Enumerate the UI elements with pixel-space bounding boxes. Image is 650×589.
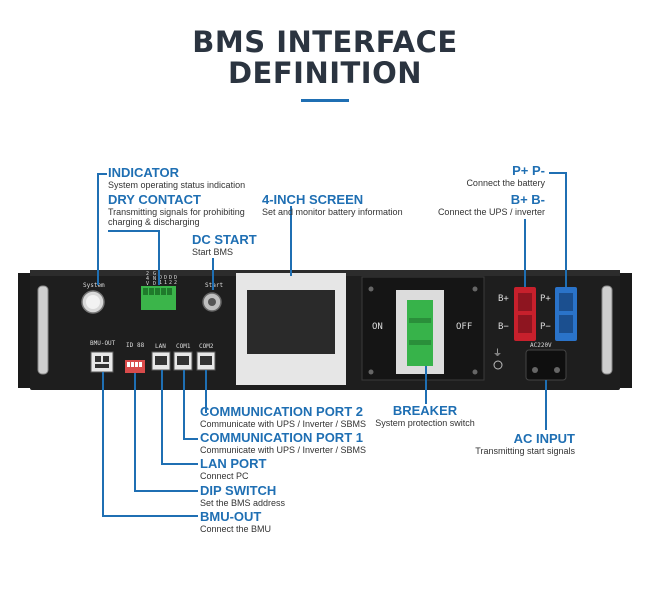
leader-line [205, 370, 207, 413]
leader-line [549, 172, 566, 174]
panel-off-label: OFF [456, 322, 473, 332]
leader-line [161, 370, 163, 464]
leader-line [102, 515, 198, 517]
ground-icon: ⏚ [493, 349, 503, 359]
panel-dry-pin-label: D2 [169, 275, 173, 286]
title-accent-bar [301, 99, 349, 102]
leader-line [97, 173, 99, 285]
panel-dry-pin-label: D1 [164, 275, 168, 286]
indicator-desc: System operating status indication [108, 180, 246, 190]
dc-start-desc: Start BMS [192, 247, 234, 257]
leader-line [290, 206, 292, 276]
b-terminal-desc: Connect the UPS / inverter [437, 207, 545, 217]
com2-callout: COMMUNICATION PORT 2 Communicate with UP… [200, 404, 367, 430]
leader-line [183, 370, 185, 439]
page-title-line1: BMS INTERFACE [192, 25, 458, 59]
screen-desc: Set and monitor battery information [262, 207, 403, 217]
leader-line [161, 463, 198, 465]
leader-line [212, 258, 214, 290]
leader-line [134, 490, 198, 492]
panel-p-minus-label: P− [540, 322, 551, 332]
panel-p-plus-label: P+ [540, 294, 551, 304]
ac-input-heading: AC INPUT [513, 431, 575, 446]
leader-line [108, 230, 160, 232]
panel-dry-pin-label: GND [153, 271, 157, 287]
panel-b-minus-label: B− [498, 322, 509, 332]
bmu-out-callout: BMU-OUT Connect the BMU [200, 509, 272, 535]
dry-contact-desc-1: Transmitting signals for prohibiting [108, 207, 245, 217]
com2-desc: Communicate with UPS / Inverter / SBMS [200, 419, 367, 429]
breaker-desc: System protection switch [375, 418, 475, 428]
leader-line [425, 366, 427, 404]
leader-line [183, 438, 198, 440]
panel-id-label: ID [126, 342, 134, 349]
dip-desc: Set the BMS address [200, 498, 286, 508]
p-terminal-desc: Connect the battery [466, 178, 545, 188]
dry-contact-callout: DRY CONTACT Transmitting signals for pro… [108, 192, 245, 228]
panel-b-plus-label: B+ [498, 294, 509, 304]
leader-line [524, 219, 526, 287]
leader-line [97, 173, 107, 175]
indicator-callout: INDICATOR System operating status indica… [108, 165, 246, 191]
panel-lan-label: LAN [155, 343, 166, 350]
com2-heading: COMMUNICATION PORT 2 [200, 404, 363, 419]
lan-desc: Connect PC [200, 471, 249, 481]
leader-line [158, 230, 160, 285]
bmu-out-heading: BMU-OUT [200, 509, 262, 524]
panel-start-label: Start [205, 282, 224, 289]
panel-dip-numbers: 88 [137, 342, 145, 349]
dip-heading: DIP SWITCH [200, 483, 277, 498]
ac-input-desc: Transmitting start signals [475, 446, 575, 456]
dc-start-callout: DC START Start BMS [192, 232, 257, 258]
breaker-heading: BREAKER [392, 403, 458, 418]
com1-desc: Communicate with UPS / Inverter / SBMS [200, 445, 367, 455]
panel-ac220v-label: AC220V [530, 342, 552, 349]
panel-dry-pin-label: 24V [146, 271, 150, 287]
p-terminal-callout: P+ P- Connect the battery [440, 163, 545, 189]
lan-heading: LAN PORT [200, 456, 267, 471]
com1-heading: COMMUNICATION PORT 1 [200, 430, 363, 445]
panel-dry-pin-label: D1 [159, 275, 163, 286]
dry-contact-heading: DRY CONTACT [108, 192, 201, 207]
indicator-heading: INDICATOR [108, 165, 180, 180]
panel-com2-label: COM2 [199, 343, 214, 350]
b-terminal-heading: B+ B- [510, 192, 545, 207]
panel-on-label: ON [372, 322, 383, 332]
page-title-line2: DEFINITION [227, 56, 423, 90]
p-terminal-heading: P+ P- [512, 163, 545, 178]
screen-callout: 4-INCH SCREEN Set and monitor battery in… [262, 192, 403, 218]
dip-callout: DIP SWITCH Set the BMS address [200, 483, 286, 509]
leader-line [545, 380, 547, 430]
screen-heading: 4-INCH SCREEN [262, 192, 364, 207]
dry-contact-desc-2: charging & discharging [108, 217, 200, 227]
leader-line [565, 172, 567, 287]
lan-callout: LAN PORT Connect PC [200, 456, 267, 482]
panel-system-label: System [83, 282, 105, 289]
breaker-callout: BREAKER System protection switch [365, 403, 485, 429]
bmu-out-desc: Connect the BMU [200, 524, 272, 534]
ac-input-callout: AC INPUT Transmitting start signals [445, 431, 575, 457]
panel-com1-label: COM1 [176, 343, 191, 350]
leader-line [134, 373, 136, 491]
com1-callout: COMMUNICATION PORT 1 Communicate with UP… [200, 430, 367, 456]
dc-start-heading: DC START [192, 232, 257, 247]
panel-dry-pin-label: D2 [174, 275, 178, 286]
b-terminal-callout: B+ B- Connect the UPS / inverter [400, 192, 545, 218]
panel-bmu-out-label: BMU-OUT [90, 340, 116, 347]
leader-line [102, 372, 104, 516]
